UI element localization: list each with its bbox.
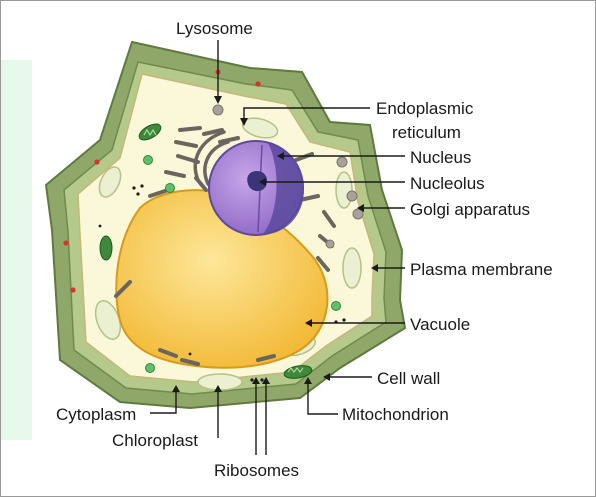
label-ribosomes: Ribosomes — [214, 461, 299, 480]
label-chloroplast: Chloroplast — [112, 431, 198, 450]
label-cell-wall: Cell wall — [377, 369, 440, 388]
label-endoplasmic-reticulum-line2: reticulum — [392, 123, 461, 142]
label-mitochondrion: Mitochondrion — [342, 405, 449, 424]
label-vacuole: Vacuole — [410, 315, 470, 334]
label-endoplasmic-reticulum-line1: Endoplasmic — [376, 99, 474, 118]
label-plasma-membrane: Plasma membrane — [410, 260, 553, 279]
label-lysosome: Lysosome — [176, 19, 253, 38]
label-cytoplasm: Cytoplasm — [56, 405, 136, 424]
label-golgi-apparatus: Golgi apparatus — [410, 200, 530, 219]
label-nucleolus: Nucleolus — [410, 174, 485, 193]
left-accent-band — [0, 60, 32, 440]
label-nucleus: Nucleus — [410, 148, 471, 167]
nucleus — [209, 141, 304, 235]
